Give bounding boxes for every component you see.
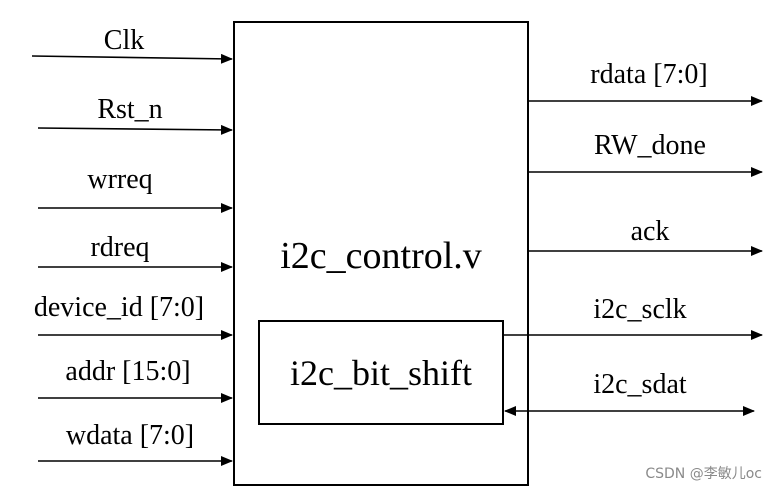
output-label-rdata: rdata [7:0] <box>590 59 707 90</box>
submodule-title: i2c_bit_shift <box>290 353 472 393</box>
output-label-rw-done: RW_done <box>594 130 706 161</box>
output-label-i2c-sdat: i2c_sdat <box>593 369 687 400</box>
input-label-device-id: device_id [7:0] <box>34 292 204 323</box>
module-title: i2c_control.v <box>280 235 482 277</box>
input-arrow-clk <box>31 53 233 64</box>
input-label-rst: Rst_n <box>97 94 162 125</box>
submodule-box <box>258 320 504 425</box>
output-label-ack: ack <box>631 216 670 247</box>
output-label-i2c-sclk: i2c_sclk <box>593 294 686 325</box>
input-label-addr: addr [15:0] <box>65 356 190 387</box>
input-label-wrreq: wrreq <box>87 164 152 195</box>
input-label-clk: Clk <box>104 25 144 56</box>
module-box <box>233 21 529 486</box>
input-arrow-rst <box>37 124 233 135</box>
watermark-text: CSDN @李敏儿oc <box>645 466 762 482</box>
input-label-wdata: wdata [7:0] <box>66 420 194 451</box>
input-label-rdreq: rdreq <box>90 232 149 263</box>
